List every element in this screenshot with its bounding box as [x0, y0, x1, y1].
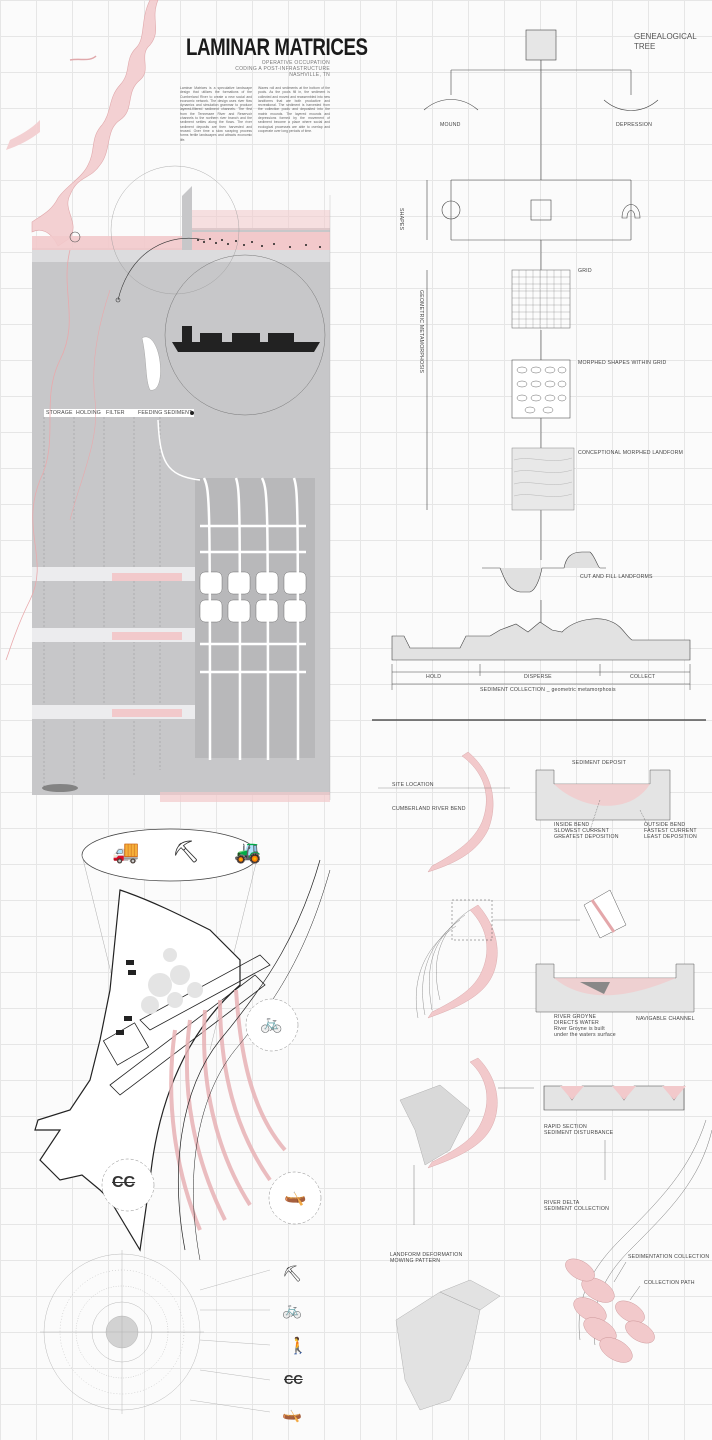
outside-bend-line-1: OUTSIDE BEND — [644, 822, 686, 828]
conceptional-landform — [511, 447, 575, 511]
site-boundary — [34, 889, 241, 1252]
label-site-location: SITE LOCATION — [392, 782, 434, 788]
deformation-note: LANDFORM DEFORMATION MOWING PATTERN — [390, 1252, 463, 1264]
kayak-icon: 🛶 — [284, 1186, 307, 1207]
rapid-note: RAPID SECTION SEDIMENT DISTURBANCE — [544, 1124, 613, 1136]
delta-line-1: RIVER DELTA — [544, 1200, 580, 1206]
tree-title: GENEALOGICAL TREE — [634, 32, 697, 52]
delta-note: RIVER DELTA SEDIMENT COLLECTION — [544, 1200, 609, 1212]
label-grid: GRID — [578, 268, 592, 274]
label-mound: MOUND — [440, 122, 461, 128]
groyne-line-1: RIVER GROYNE — [554, 1014, 597, 1020]
river-bend-1 — [427, 751, 494, 873]
outside-bend-line-2: FASTEST CURRENT — [644, 828, 697, 834]
cut-fill-profile — [482, 551, 606, 593]
groyne-fan — [399, 1084, 471, 1166]
inside-bend-note: INSIDE BEND SLOWEST CURRENT GREATEST DEP… — [554, 822, 619, 840]
bicycle-icon: 🚲 — [260, 1013, 283, 1034]
inside-bend-line-1: INSIDE BEND — [554, 822, 590, 828]
river-shape — [31, 0, 159, 247]
outside-bend-note: OUTSIDE BEND FASTEST CURRENT LEAST DEPOS… — [644, 822, 697, 840]
tree-canopy — [141, 948, 203, 1014]
label-sed-collection: SEDIMENTATION COLLECTION — [628, 1254, 710, 1260]
groyne-line-3: River Groyne is built — [554, 1026, 605, 1032]
label-disperse: DISPERSE — [524, 674, 552, 680]
river-bend-3 — [427, 1057, 498, 1169]
label-morphed: MORPHED SHAPES WITHIN GRID — [578, 360, 667, 366]
legend-pedestrian-icon: 🚶 — [288, 1336, 308, 1355]
label-metamorphosis: GEOMETRIC METAMORPHOSIS — [418, 290, 424, 374]
label-holding: HOLDING — [76, 410, 102, 416]
matrix-channels — [200, 477, 306, 761]
legend-bicycle-icon: 🚲 — [282, 1300, 302, 1319]
label-cutfill: CUT AND FILL LANDFORMS — [580, 574, 653, 580]
river-bend-2 — [427, 904, 498, 1019]
vehicle-icon: CC — [112, 1174, 136, 1191]
description-left: Laminar Matrices is a speculative landsc… — [180, 86, 252, 142]
tree-title-line-1: GENEALOGICAL — [634, 32, 697, 41]
cargo-ship — [172, 326, 320, 352]
label-collection-path: COLLECTION PATH — [644, 1280, 695, 1286]
deform-line-1: LANDFORM DEFORMATION — [390, 1252, 463, 1258]
delta-line-2: SEDIMENT COLLECTION — [544, 1206, 610, 1212]
legend-excavator-icon: ⛏ — [282, 1264, 303, 1283]
rapid-line-1: RAPID SECTION — [544, 1124, 587, 1130]
outside-bend-line-3: LEAST DEPOSITION — [644, 834, 697, 840]
subtitle-2: CODING A POST-INFRASTRUCTURE — [235, 66, 330, 72]
groyne-note: RIVER GROYNE DIRECTS WATER River Groyne … — [554, 1014, 616, 1038]
sediment-dots — [197, 238, 321, 248]
inside-bend-line-3: GREATEST DEPOSITION — [554, 834, 619, 840]
sediment-strips — [169, 989, 287, 1231]
morphed-grid — [511, 359, 571, 419]
tree-lines — [423, 29, 659, 560]
label-filter: FILTER — [106, 410, 125, 416]
deform-line-2: MOWING PATTERN — [390, 1258, 441, 1264]
label-sediment-deposit: SEDIMENT DEPOSIT — [572, 760, 627, 766]
label-hold: HOLD — [426, 674, 442, 680]
label-collect: COLLECT — [630, 674, 656, 680]
label-river-bend: CUMBERLAND RIVER BEND — [392, 806, 466, 812]
bulldozer-icon: 🚜 — [234, 840, 262, 865]
deformation-pattern — [395, 1279, 501, 1411]
tree-title-line-2: TREE — [634, 42, 656, 51]
groyne-line-2: DIRECTS WATER — [554, 1020, 599, 1026]
label-conceptional: CONCEPTIONAL MORPHED LANDFORM — [578, 450, 684, 456]
label-sediment: SEDIMENT — [164, 410, 193, 416]
dump-truck-icon: 🚚 — [112, 840, 140, 865]
grid-square — [511, 269, 571, 329]
legend-kayak-icon: 🛶 — [282, 1404, 302, 1423]
delta-cells — [565, 1258, 655, 1363]
inside-bend-line-2: SLOWEST CURRENT — [554, 828, 610, 834]
label-storage: STORAGE — [46, 410, 73, 416]
radial-diagram — [40, 1250, 271, 1414]
label-shapes: SHAPES — [398, 208, 404, 231]
excavator-icon: ⛏ — [172, 840, 200, 865]
sediment-profile — [391, 618, 691, 661]
location-label: NASHVILLE, TN — [289, 72, 330, 78]
label-depression: DEPRESSION — [616, 122, 653, 128]
parking-cars — [116, 960, 136, 1035]
subtitle: OPERATIVE OCCUPATION — [261, 60, 330, 66]
label-collection-caption: SEDIMENT COLLECTION _ geometric metamorp… — [480, 687, 616, 693]
description-right: Waves roll and sediments at the bottom o… — [258, 86, 330, 133]
label-channel: NAVIGABLE CHANNEL — [636, 1016, 695, 1022]
poster-title: LAMINAR MATRICES — [186, 34, 368, 61]
label-feeding: FEEDING — [138, 410, 163, 416]
legend-vehicle-icon: CC — [284, 1372, 303, 1387]
island — [141, 336, 161, 391]
rapid-line-2: SEDIMENT DISTURBANCE — [544, 1130, 614, 1136]
groyne-line-4: under the waters surface — [554, 1032, 616, 1038]
